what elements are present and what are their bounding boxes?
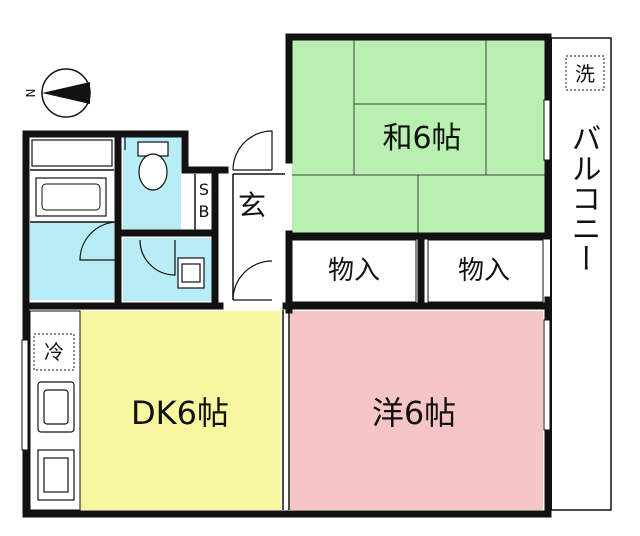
yoshitsu-label: 洋6帖 [372, 394, 456, 432]
fridge-box [33, 333, 75, 371]
door-swings [79, 130, 273, 301]
walls [22, 33, 552, 518]
fridge-label: 冷 [44, 340, 64, 364]
bathroom [30, 222, 114, 300]
windows [21, 99, 551, 451]
stove-icon [37, 449, 75, 501]
genkan-label: 玄 [238, 189, 266, 222]
washer-box [565, 55, 605, 91]
washbasin-icon [177, 257, 205, 289]
washer-label: 洗 [575, 62, 595, 86]
dk-room [80, 311, 281, 510]
closet-right [427, 239, 544, 303]
washitsu-label: 和6帖 [382, 121, 461, 156]
kitchen-sink-icon [37, 381, 75, 433]
sb-label-s: S [199, 180, 209, 199]
sb-label-b: B [199, 202, 210, 221]
closet-left-label: 物入 [328, 256, 380, 286]
closet-right-label: 物入 [458, 256, 510, 286]
storage-shelf [31, 139, 113, 167]
balcony-label: バルコニー [566, 123, 601, 273]
tatami-lines [292, 40, 545, 234]
dk-label: DK6帖 [131, 394, 229, 432]
toilet-icon [137, 141, 169, 191]
thin-lines [30, 169, 290, 510]
balcony [550, 37, 612, 511]
compass-north-label: N [24, 89, 38, 98]
compass-icon [41, 68, 91, 118]
yoshitsu-room [290, 311, 543, 510]
